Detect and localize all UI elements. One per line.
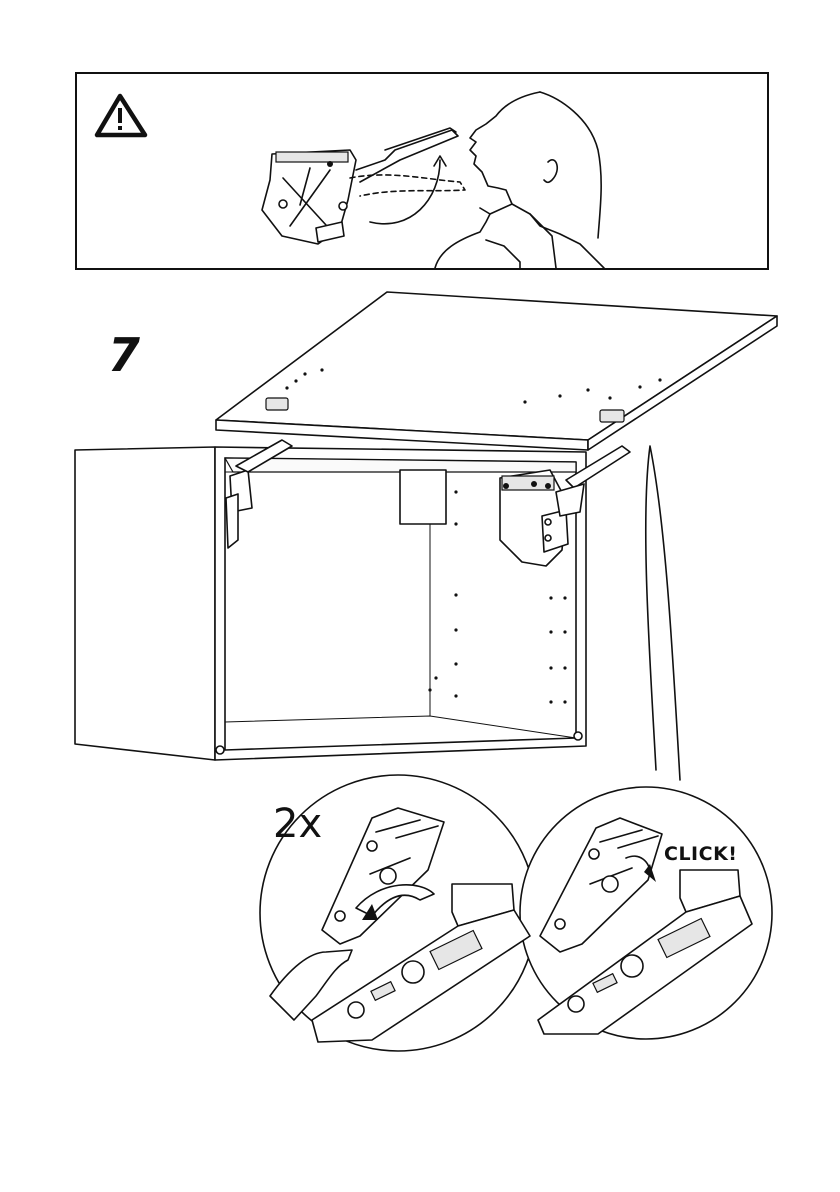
- warning-panel: [75, 72, 769, 270]
- quantity-multiplier: 2x: [273, 804, 322, 844]
- callout-leader: [646, 446, 680, 780]
- cabinet-top-panel: [216, 292, 777, 450]
- step-number: 7: [108, 332, 140, 378]
- click-sound-label: CLICK!: [664, 845, 737, 864]
